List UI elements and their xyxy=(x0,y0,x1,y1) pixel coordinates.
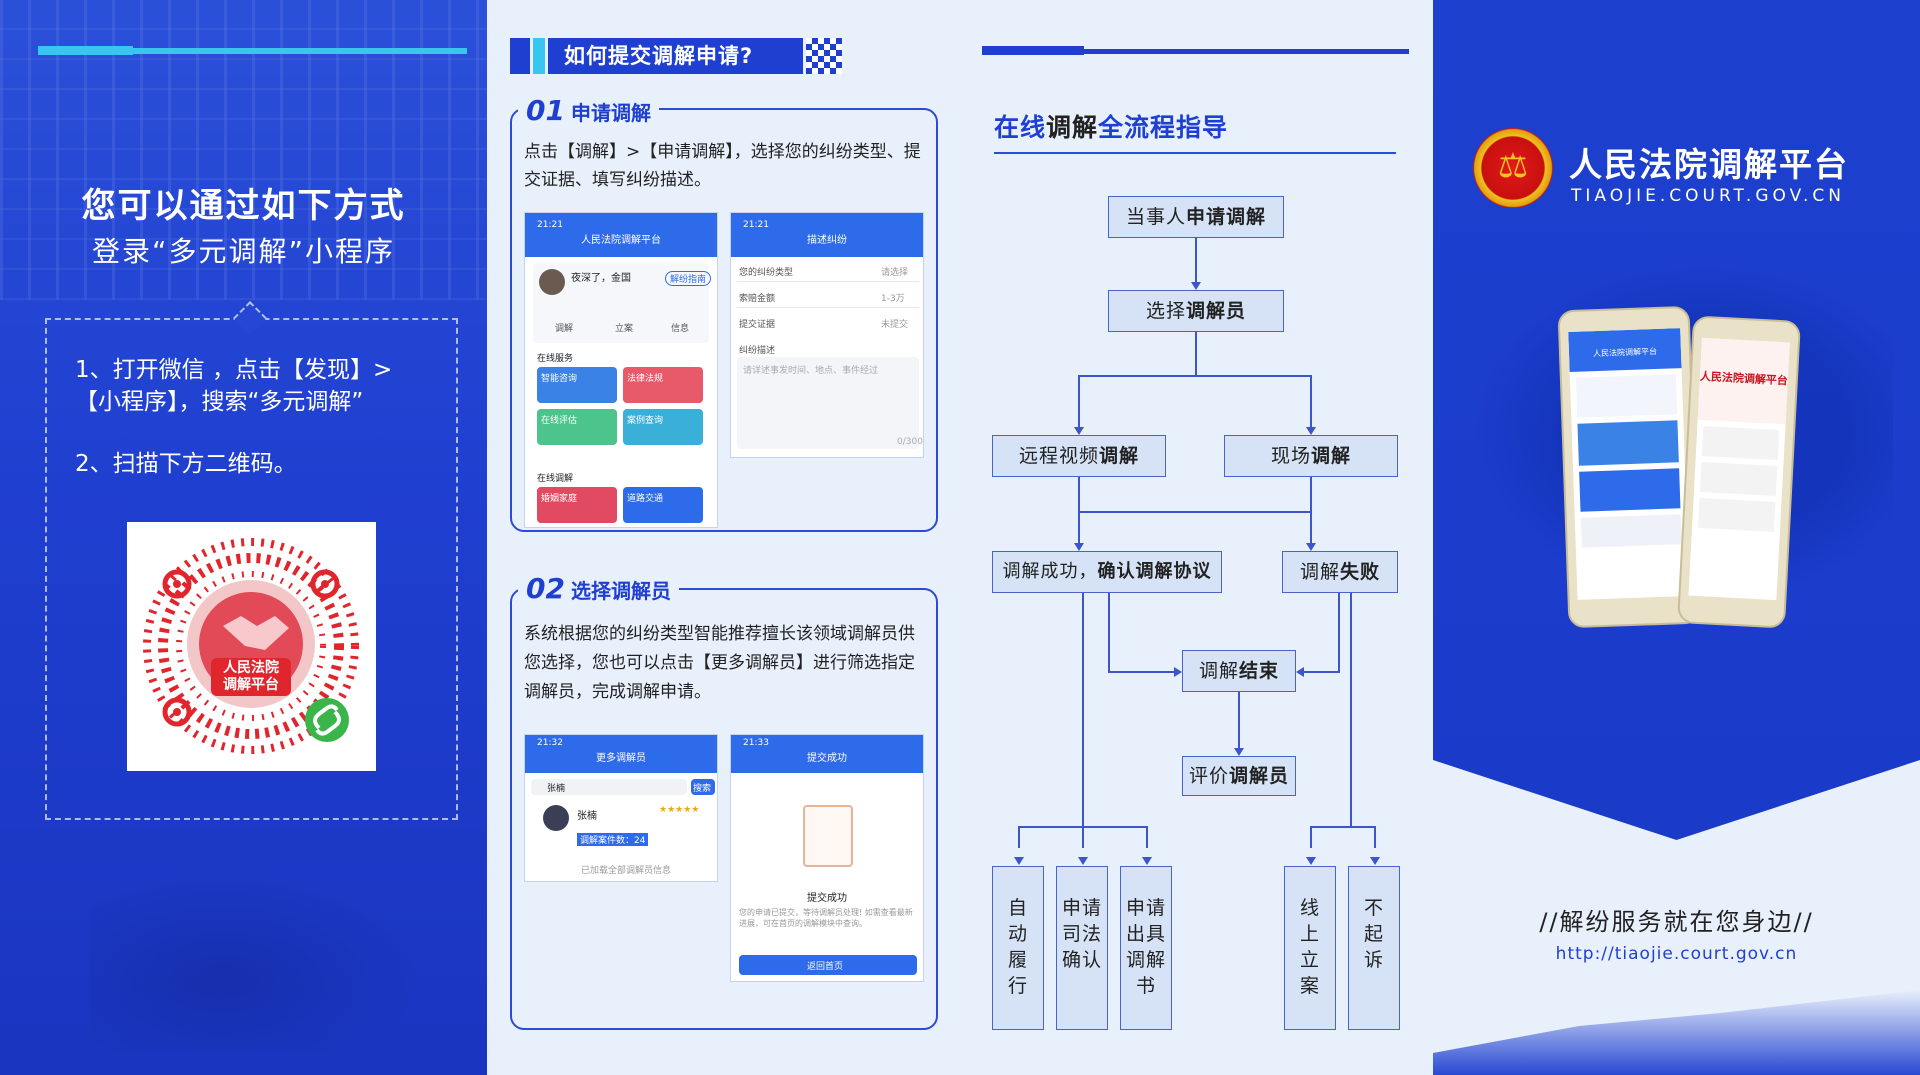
platform-title: 人民法院调解平台 xyxy=(1569,145,1849,184)
back-home-button[interactable] xyxy=(739,955,917,975)
avatar xyxy=(539,269,565,295)
slogan: //解纷服务就在您身边// xyxy=(1539,908,1814,936)
left-title: 您可以通过如下方式 xyxy=(81,186,406,226)
right-panel: ⚖ 人民法院调解平台 TIAOJIE.COURT.GOV.CN 人民法院调解平台… xyxy=(1433,0,1920,1075)
section-header: 如何提交调解申请? xyxy=(510,38,842,74)
flow-rate-mediator: 评价调解员 xyxy=(1182,756,1296,796)
flow-auto-performance: 自动履行 xyxy=(992,866,1044,1030)
section-choose-name: 选择调解员 xyxy=(570,579,671,603)
flow-mediation-document: 申请出具调解书 xyxy=(1120,866,1172,1030)
step-1-line-1: 1、打开微信 ，点击【发现】> xyxy=(75,357,393,383)
document-icon xyxy=(803,805,853,867)
flow-mediation-end: 调解结束 xyxy=(1182,650,1296,692)
section-apply-number: 01 xyxy=(526,94,565,127)
flow-remote-video-mediation: 远程视频调解 xyxy=(992,435,1166,477)
flow-judicial-confirmation: 申请司法确认 xyxy=(1056,866,1108,1030)
flow-mediation-failure: 调解失败 xyxy=(1282,551,1398,593)
flow-no-lawsuit: 不起诉 xyxy=(1348,866,1400,1030)
qr-code-icon xyxy=(143,538,359,754)
section-apply-name: 申请调解 xyxy=(570,101,651,125)
mini-program-qr-code[interactable]: 人民法院 调解平台 xyxy=(127,522,376,771)
flow-choose-mediator: 选择调解员 xyxy=(1108,290,1284,332)
flow-mediation-success: 调解成功，确认调解协议 xyxy=(992,551,1222,593)
header-title: 如何提交调解申请? xyxy=(548,38,803,74)
platform-domain: TIAOJIE.COURT.GOV.CN xyxy=(1571,186,1846,206)
left-subtitle: 登录“多元调解”小程序 xyxy=(91,235,395,268)
court-emblem-icon: ⚖ xyxy=(1473,128,1553,208)
flow-title: 在线调解全流程指导 xyxy=(994,113,1229,142)
accent-bar xyxy=(38,46,133,55)
step-1-line-2: 【小程序】，搜索“多元调解” xyxy=(75,389,364,415)
flow-online-filing: 线上立案 xyxy=(1284,866,1336,1030)
phone-mockup-right: 人民法院调解平台 xyxy=(1677,315,1801,629)
checker-decoration xyxy=(806,38,842,74)
section-apply-text: 点击【调解】>【申请调解】，选择您的纠纷类型、提交证据、填写纠纷描述。 xyxy=(524,142,921,190)
website-link[interactable]: http://tiaojie.court.gov.cn xyxy=(1555,944,1798,964)
flow-apply-mediation: 当事人申请调解 xyxy=(1108,196,1284,238)
step-2: 2、扫描下方二维码。 xyxy=(75,451,297,477)
qr-label-line-2: 调解平台 xyxy=(223,677,279,693)
section-choose-number: 02 xyxy=(526,572,565,605)
left-panel: 您可以通过如下方式 登录“多元调解”小程序 1、打开微信 ，点击【发现】> 【小… xyxy=(0,0,487,1075)
qr-label-line-1: 人民法院 xyxy=(223,660,279,676)
section-choose-text: 系统根据您的纠纷类型智能推荐擅长该领域调解员供您选择，您也可以点击【更多调解员】… xyxy=(524,624,915,702)
accent-line xyxy=(133,48,467,54)
bottom-wave xyxy=(1433,990,1920,1075)
gavel-background xyxy=(90,870,420,1050)
flow-onsite-mediation: 现场调解 xyxy=(1224,435,1398,477)
